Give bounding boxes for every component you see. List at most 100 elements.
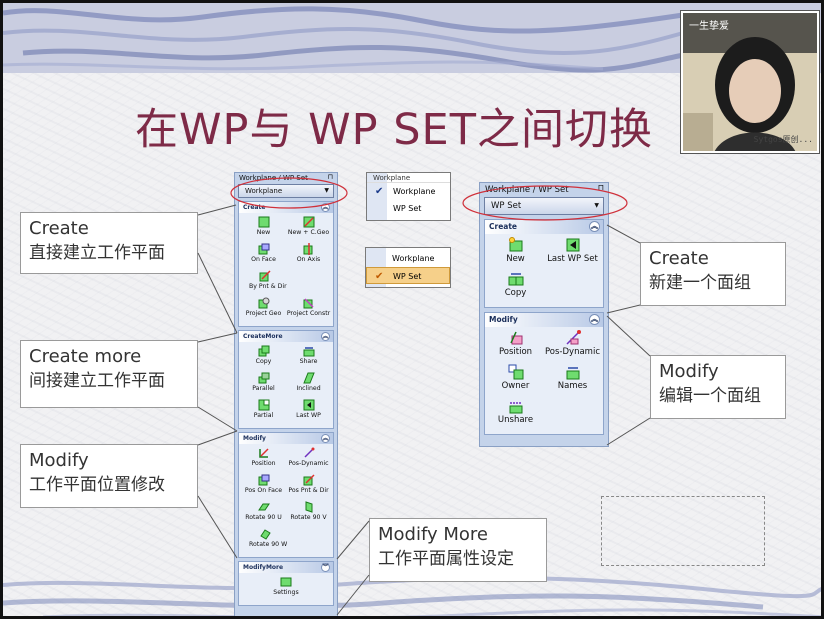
dropdown-item-wp-set[interactable]: ✔ WP Set [366,267,450,284]
pin-icon[interactable]: ⊓ [327,173,333,181]
rotate-90-u-button[interactable]: Rotate 90 U [241,501,286,528]
section-header-label: Create [243,204,266,211]
copy-button[interactable]: Copy [241,345,286,372]
section-header-create-more[interactable]: CreateMore ︽ [239,331,333,342]
combo-value: WP Set [491,201,522,211]
connector-line [606,304,641,314]
share-button[interactable]: Share [286,345,331,372]
section-modify: Modify ︽ Position Pos-Dynamic Pos On Fac… [238,432,334,558]
pos-pnt-dir-button[interactable]: Pos Pnt & Dir [286,474,331,501]
button-grid: Position Pos-Dynamic Pos On Face Pos Pnt… [239,444,333,557]
unshare-icon [509,402,522,414]
portrait-image [683,13,817,151]
last-wp-set-icon [566,238,579,252]
button-grid: Settings [239,573,333,605]
workplane-mode-combo[interactable]: WP Set ▼ [484,197,604,215]
rotate-90-v-button[interactable]: Rotate 90 V [286,501,331,528]
chevron-up-icon[interactable]: ︽ [321,434,330,443]
dropdown-item-workplane[interactable]: ✔ Workplane [367,183,450,200]
chevron-down-icon[interactable]: ︾ [321,563,330,572]
button-label: Inclined [296,385,321,392]
new-wp-set-button[interactable]: New [487,237,544,271]
workplane-icon [258,216,269,228]
connector-line [606,315,651,357]
button-label: Names [557,381,588,391]
dropdown-item-workplane[interactable]: Workplane [366,250,450,267]
settings-button[interactable]: Settings [241,576,331,603]
rotate-icon [257,503,270,511]
callout-label: Modify [29,450,89,471]
button-label: Rotate 90 U [245,514,282,521]
section-header-label: Create [489,222,518,231]
parallel-icon [258,372,269,384]
by-pnt-dir-button[interactable]: By Pnt & Dir [241,270,331,297]
dropdown-header: Workplane [367,173,450,183]
section-header-modify-more[interactable]: ModifyMore ︾ [239,562,333,573]
profile-photo: 一生挚爱 Sytgos原创... [681,11,819,153]
share-icon [303,347,314,357]
position-icon [258,448,269,458]
chevron-up-icon[interactable]: ︽ [589,221,600,232]
button-label: Share [299,358,318,365]
pos-dynamic-button[interactable]: Pos-Dynamic [544,330,601,364]
pin-icon[interactable]: ⊓ [597,183,604,192]
position-button[interactable]: Position [241,447,286,474]
mode-dropdown-bottom: Workplane ✔ WP Set [365,247,451,288]
on-axis-button[interactable]: On Axis [286,243,331,270]
project-geo-button[interactable]: Project Geo [241,297,286,324]
button-label: Unshare [497,415,534,425]
last-wp-button[interactable]: Last WP [286,399,331,426]
chevron-up-icon[interactable]: ︽ [321,332,330,341]
parallel-button[interactable]: Parallel [241,372,286,399]
section-header-label: CreateMore [243,333,283,340]
button-label: Pos-Dynamic [288,460,329,467]
unshare-button[interactable]: Unshare [487,398,544,432]
button-label: Last WP Set [547,254,598,264]
pos-dynamic-button[interactable]: Pos-Dynamic [286,447,331,474]
copy-wp-set-button[interactable]: Copy [487,271,544,305]
on-face-button[interactable]: On Face [241,243,286,270]
workplane-icon [303,298,314,309]
workplane-panel-right: Workplane / WP Set ⊓ WP Set ▼ Create ︽ N… [479,182,609,447]
callout-create-right: Create 新建一个面组 [640,242,786,306]
inclined-button[interactable]: Inclined [286,372,331,399]
callout-label: Create [29,218,89,239]
copy-workplane-icon [508,273,523,286]
button-label: Rotate 90 V [290,514,327,521]
section-header-modify[interactable]: Modify ︽ [485,313,603,327]
button-grid: Position Pos-Dynamic Owner Names Unshare [485,327,603,434]
button-label: Pos On Face [244,487,283,494]
pos-on-face-button[interactable]: Pos On Face [241,474,286,501]
callout-description: 间接建立工作平面 [29,371,165,391]
callout-description: 编辑一个面组 [659,386,761,406]
last-wp-icon [303,399,314,411]
names-button[interactable]: Names [544,364,601,398]
rotate-90-w-button[interactable]: Rotate 90 W [241,528,331,555]
section-header-create[interactable]: Create ︽ [485,220,603,234]
position-button[interactable]: Position [487,330,544,364]
chevron-up-icon[interactable]: ︽ [321,203,330,212]
workplane-icon [258,243,269,255]
section-header-modify[interactable]: Modify ︽ [239,433,333,444]
last-wp-set-button[interactable]: Last WP Set [544,237,601,271]
new-button[interactable]: New [241,216,286,243]
callout-modify-right: Modify 编辑一个面组 [650,355,786,419]
pos-dynamic-icon [303,447,314,458]
chevron-up-icon[interactable]: ︽ [589,314,600,325]
section-create: Create ︽ New New + C.Geo On Face On Axis… [238,201,334,327]
project-constr-button[interactable]: Project Constr [286,297,331,324]
owner-icon [508,364,523,380]
button-label: Partial [253,412,274,419]
owner-button[interactable]: Owner [487,364,544,398]
section-header-create[interactable]: Create ︽ [239,202,333,213]
position-icon [509,331,522,345]
check-icon: ✔ [375,186,384,197]
section-modify-more: ModifyMore ︾ Settings [238,561,334,606]
button-label: Parallel [252,385,275,392]
workplane-mode-combo[interactable]: Workplane ▼ [238,184,334,198]
partial-button[interactable]: Partial [241,399,286,426]
callout-description: 直接建立工作平面 [29,243,165,263]
dropdown-item-wp-set[interactable]: WP Set [367,200,450,217]
new-c-geo-button[interactable]: New + C.Geo [286,216,331,243]
